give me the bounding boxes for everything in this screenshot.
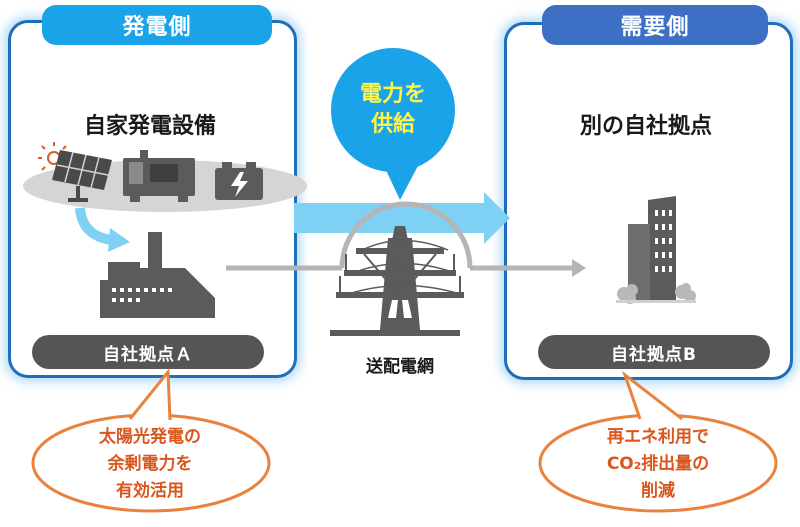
left-callout-line-3: 有効活用: [116, 481, 184, 501]
grid-label: 送配電網: [366, 357, 434, 377]
supply-bubble-line-1: 電力を: [359, 82, 426, 107]
left-panel-heading: 自家発電設備: [83, 114, 216, 139]
shrub-right: [675, 283, 696, 302]
left-callout-line-1: 太陽光発電の: [99, 427, 201, 447]
solar-to-factory-arrow: [75, 207, 113, 245]
left-callout-text: 太陽光発電の 余剰電力を 有効活用: [60, 424, 240, 505]
supply-bubble-line-2: 供給: [370, 112, 415, 137]
right-callout-text: 再エネ利用で CO₂排出量の 削減: [568, 424, 748, 505]
left-panel-tab: 発電側: [42, 5, 272, 45]
left-callout-line-2: 余剰電力を: [107, 454, 193, 474]
supply-bubble-text: 電力を 供給: [333, 80, 453, 140]
grid-line-arrowhead: [572, 259, 586, 277]
battery-icon: [215, 162, 263, 200]
supply-arrow-head: [484, 192, 510, 244]
solar-panel-icon: [52, 150, 112, 202]
solar-to-factory-arrowhead: [108, 228, 130, 252]
sun-icon: [38, 142, 67, 171]
right-site-label-text: 自社拠点B: [611, 344, 697, 365]
right-callout-line-3: 削減: [641, 481, 675, 501]
generator-icon: [123, 150, 195, 202]
left-panel-tab-label: 発電側: [122, 15, 192, 40]
right-site-label: 自社拠点B: [538, 335, 770, 369]
right-callout-line-2: CO₂排出量の: [606, 454, 710, 474]
right-panel-tab: 需要側: [542, 5, 768, 45]
right-panel-heading: 別の自社拠点: [579, 114, 712, 139]
right-callout-line-1: 再エネ利用で: [607, 427, 709, 447]
left-site-label-text: 自社拠点Ａ: [103, 344, 193, 365]
grid-line: [226, 201, 574, 271]
right-panel-tab-label: 需要側: [620, 15, 690, 40]
left-site-label: 自社拠点Ａ: [32, 335, 264, 369]
